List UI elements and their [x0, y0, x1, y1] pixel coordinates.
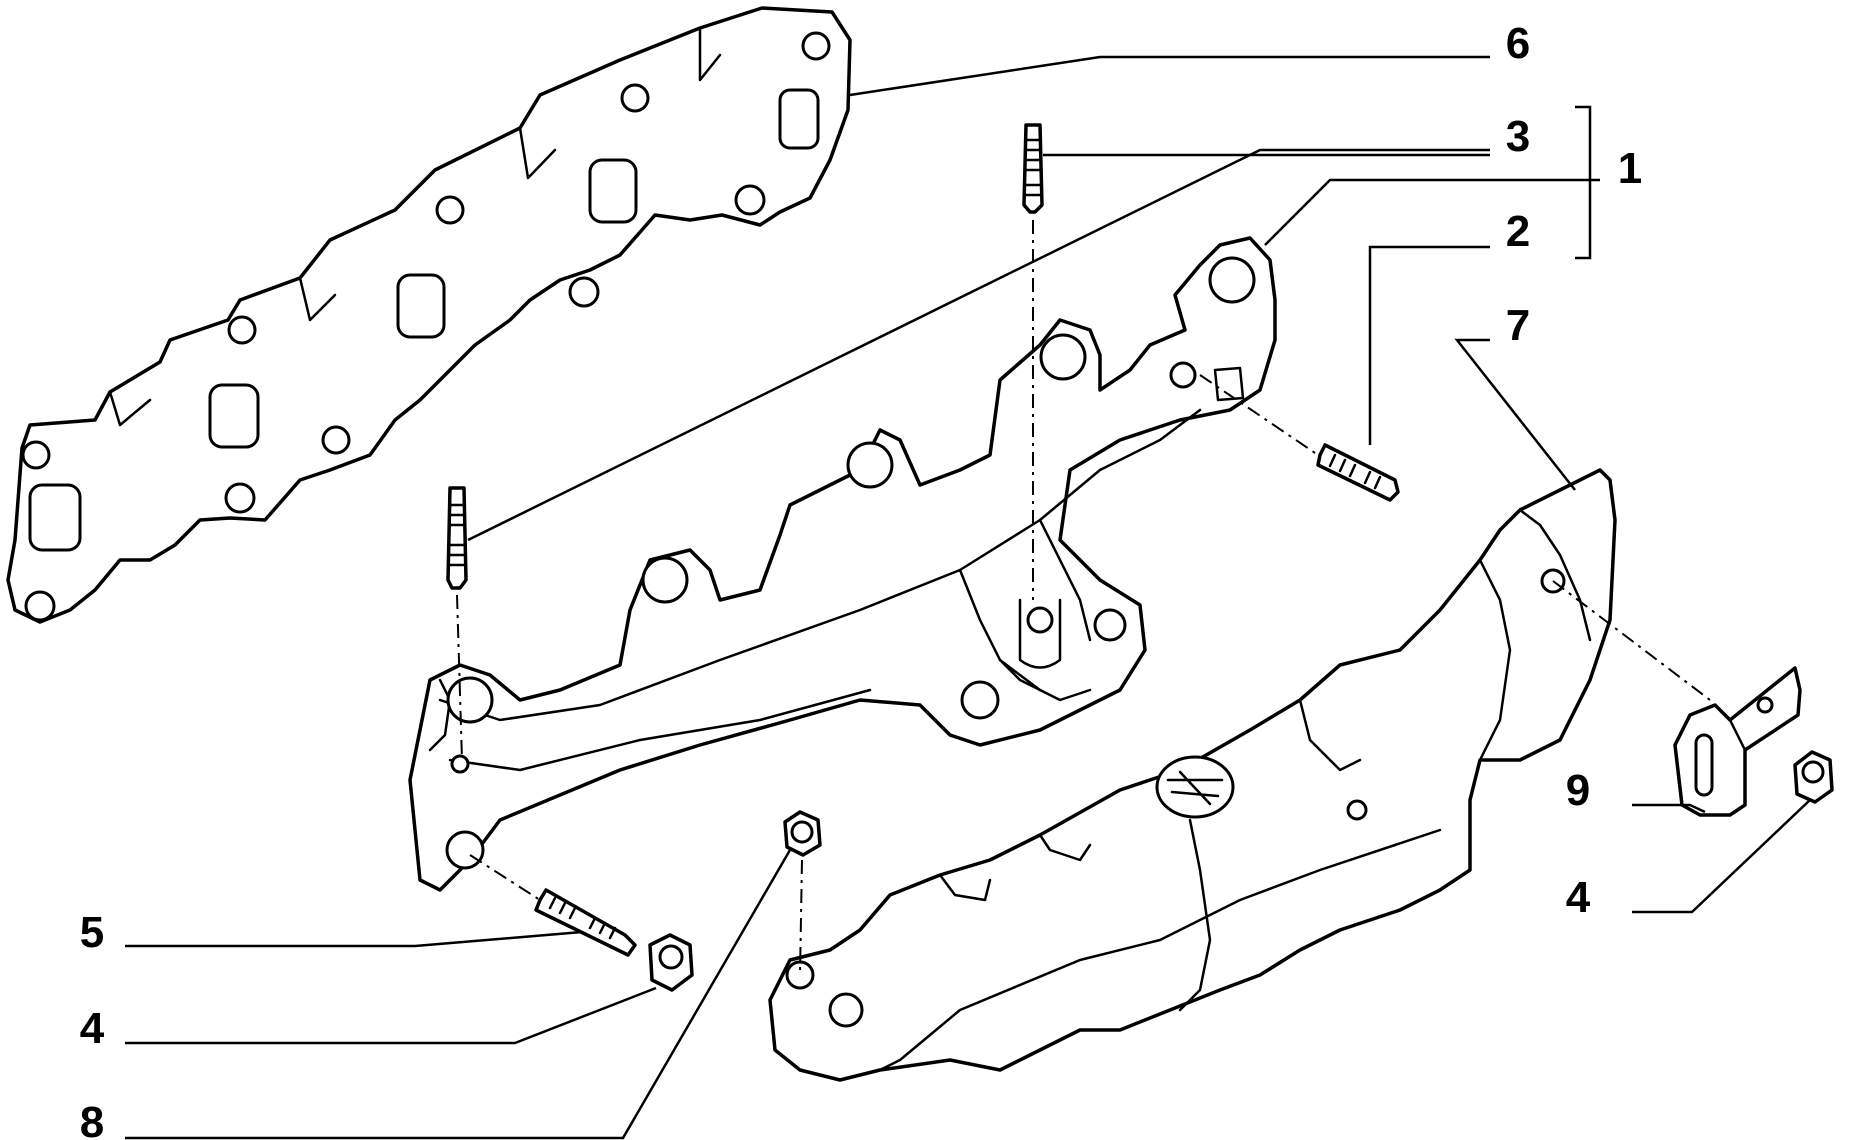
stud-part-3-upper: [1022, 123, 1044, 214]
callout-6: 6: [1506, 19, 1530, 68]
callout-4-lower: 4: [80, 1004, 105, 1053]
exhaust-manifold-part-1: [408, 236, 1277, 892]
assembly-axes: [456, 220, 1711, 976]
callout-3: 3: [1506, 112, 1530, 161]
callout-labels: 6 3 1 2 7 5 4 8 9 4: [80, 19, 1642, 1140]
stud-part-3-lower: [446, 486, 468, 590]
callout-7: 7: [1506, 301, 1530, 350]
stud-part-5: [534, 888, 637, 957]
nut-part-8: [783, 810, 822, 857]
leader-lines: [125, 55, 1811, 1140]
stud-part-2: [1316, 443, 1400, 502]
bracket-part-9: [1673, 666, 1802, 817]
callout-1: 1: [1618, 144, 1642, 193]
callout-4-right: 4: [1566, 873, 1591, 922]
nut-part-4-right: [1793, 750, 1834, 804]
callout-8: 8: [80, 1098, 104, 1140]
brand-emblem-icon: [1155, 755, 1235, 819]
heat-shield-part-7: [768, 468, 1617, 1082]
callout-9: 9: [1566, 766, 1590, 815]
callout-2: 2: [1506, 207, 1530, 256]
callout-5: 5: [80, 908, 104, 957]
gasket-part-6: [6, 6, 852, 624]
nut-part-4-lower: [648, 933, 694, 992]
